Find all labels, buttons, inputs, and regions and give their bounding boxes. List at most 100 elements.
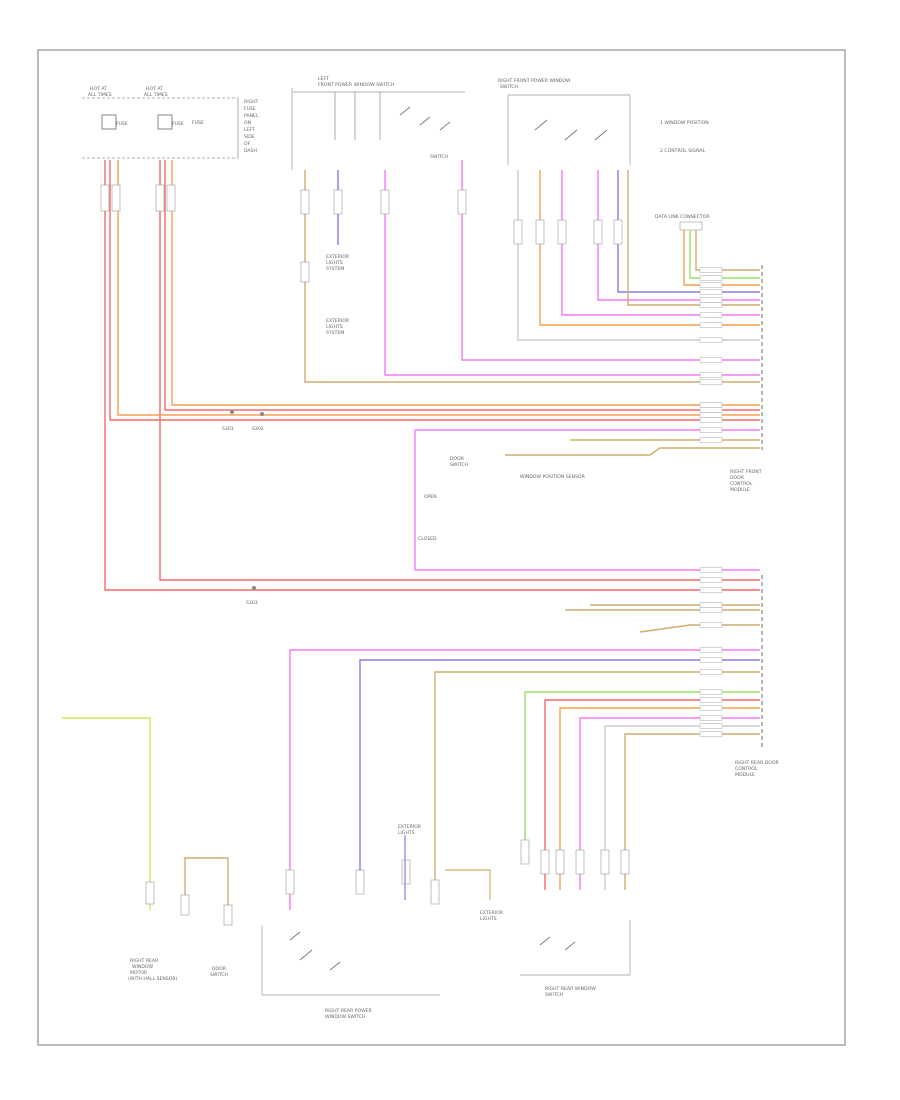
splice-label-1: S301: [222, 426, 234, 432]
mirror-label-3: SYSTEM: [326, 266, 344, 272]
bm-label-4: LIGHTS: [480, 916, 497, 922]
middle-violet-loop: CLOSED OPEN DOOR SWITCH WINDOW POSITION …: [414, 429, 760, 571]
wire-tag: [699, 357, 723, 363]
wire-tag: [699, 427, 723, 433]
bottom-middle-switch: EXTERIOR LIGHTS EXTERIOR LIGHTS RIGHT RE…: [261, 824, 504, 1020]
wire-tag: [699, 275, 723, 281]
fuse-panel-label-4: ON: [244, 120, 251, 126]
top-switch-title-2: FRONT POWER WINDOW SWITCH: [318, 82, 394, 88]
red-trunk-wires: [104, 160, 760, 591]
top-right-switch: RIGHT FRONT POWER WINDOW SWITCH 1 WINDOW…: [498, 78, 709, 165]
ll-label-2: WINDOW: [132, 964, 153, 970]
lower-module-ruler: RIGHT REAR DOOR CONTROL MODULE: [735, 575, 779, 778]
violet-loop-label: CLOSED: [418, 536, 437, 542]
br-title-2: SWITCH: [545, 992, 563, 998]
wire-tag: [699, 302, 723, 308]
fuse-panel-label-5: LEFT: [244, 127, 255, 133]
legend-2: 2 CONTROL SIGNAL: [660, 148, 706, 154]
module-label-4: MODULE: [730, 487, 750, 493]
top-right-wires: [517, 170, 760, 341]
ll-label-1: RIGHT REAR: [130, 958, 159, 964]
top-middle-connectors: EXTERIOR LIGHTS SYSTEM EXTERIOR LIGHTS S…: [300, 189, 467, 336]
wire-tag: [699, 577, 723, 583]
mid-text-1: DOOR: [450, 456, 465, 462]
top-right-title-1: RIGHT FRONT POWER WINDOW: [498, 78, 571, 84]
lower-connector-tags: [699, 567, 723, 737]
lower-left-labels: RIGHT REAR WINDOW MOTOR (WITH HALL SENSO…: [128, 958, 228, 982]
upper-module-ruler: RIGHT FRONT DOOR CONTROL MODULE: [730, 265, 763, 493]
fuse-label-4: ALL TIMES: [144, 92, 168, 98]
wire-tag: [699, 669, 723, 675]
fuse-panel-label-8: DASH: [244, 148, 257, 154]
fuse-label-1: HOT AT: [90, 86, 107, 92]
wire-tag: [699, 322, 723, 328]
mid-text-3: WINDOW POSITION SENSOR: [520, 474, 586, 480]
wire-tag: [699, 372, 723, 378]
mid-text-2: SWITCH: [450, 462, 468, 468]
data-link-label: DATA LINK CONNECTOR: [655, 214, 710, 220]
splice-label-2: S302: [252, 426, 264, 432]
fuse-rating-1: FUSE: [116, 121, 128, 127]
module-label-1: RIGHT FRONT: [730, 469, 762, 475]
ll-label-4: (WITH HALL SENSOR): [128, 976, 178, 982]
top-middle-switch: LEFT FRONT POWER WINDOW SWITCH SWITCH: [291, 76, 465, 170]
wire-tag: [699, 407, 723, 413]
bm-label-3: EXTERIOR: [480, 910, 504, 916]
fuse-label-3: HOT AT: [146, 86, 163, 92]
wire-tag: [699, 282, 723, 288]
lower-module-label-3: MODULE: [735, 772, 755, 778]
fuse-panel-label-7: OF: [244, 141, 251, 147]
fuse-rating-2: FUSE: [172, 121, 184, 127]
ll-label-3: MOTOR: [130, 970, 148, 976]
top-middle-wires: [304, 160, 760, 383]
bm-title-1: RIGHT REAR POWER: [325, 1008, 373, 1014]
br-title-1: RIGHT REAR WINDOW: [545, 986, 596, 992]
fuse-panel-label-2: FUSE: [244, 106, 256, 112]
wire-tag: [699, 587, 723, 593]
fuse-block-top-left: HOT AT ALL TIMES HOT AT ALL TIMES FUSE F…: [82, 86, 259, 159]
lower-module-label-2: CONTROL: [735, 766, 758, 772]
fuse-panel-label-1: RIGHT: [244, 99, 259, 105]
mirror-label-4: EXTERIOR: [326, 318, 350, 324]
wire-tag: [699, 622, 723, 628]
wire-tag: [699, 312, 723, 318]
left-connectors: S301 S302 S303: [100, 184, 264, 606]
splice-label-3: S303: [246, 600, 258, 606]
ll-label-6: SWITCH: [210, 972, 228, 978]
wire-tag: [699, 437, 723, 443]
diagram-border: [37, 49, 846, 1046]
module-label-2: DOOR: [730, 475, 745, 481]
wire-tag: [699, 297, 723, 303]
fuse-label-2: ALL TIMES: [88, 92, 112, 98]
lower-left-sensor: [62, 717, 233, 926]
top-right-title-2: SWITCH: [500, 84, 518, 90]
bm-label-1: EXTERIOR: [398, 824, 422, 830]
mirror-label-1: EXTERIOR: [326, 254, 350, 260]
wire-tag: [699, 379, 723, 385]
top-switch-title-1: LEFT: [318, 76, 329, 82]
mirror-label-5: LIGHTS: [326, 324, 343, 330]
wire-tag: [699, 602, 723, 608]
top-switch-sublabel: SWITCH: [430, 154, 448, 160]
wire-tag: [699, 289, 723, 295]
ll-label-5: DOOR: [212, 966, 227, 972]
wire-tag: [699, 417, 723, 423]
fuse-box-label: FUSE: [192, 120, 204, 126]
top-right-connectors: [513, 219, 623, 245]
bottom-right-switch: RIGHT REAR WINDOW SWITCH: [520, 839, 631, 998]
lower-module-label-1: RIGHT REAR DOOR: [735, 760, 779, 766]
upper-connector-tags: [699, 267, 723, 443]
orange-trunk-wires: [117, 160, 760, 416]
wire-tag: [699, 267, 723, 273]
wire-tag: [699, 657, 723, 663]
violet-loop-label-2: OPEN: [424, 494, 437, 500]
wire-tag: [699, 731, 723, 737]
bm-label-2: LIGHTS: [398, 830, 415, 836]
wire-tag: [699, 647, 723, 653]
data-link-connector: DATA LINK CONNECTOR: [655, 214, 760, 286]
fuse-panel-label-3: PANEL: [244, 113, 259, 119]
mirror-label-6: SYSTEM: [326, 330, 344, 336]
module-label-3: CONTROL: [730, 481, 753, 487]
wire-tag: [699, 567, 723, 573]
bm-title-2: WINDOW SWITCH: [325, 1014, 366, 1020]
